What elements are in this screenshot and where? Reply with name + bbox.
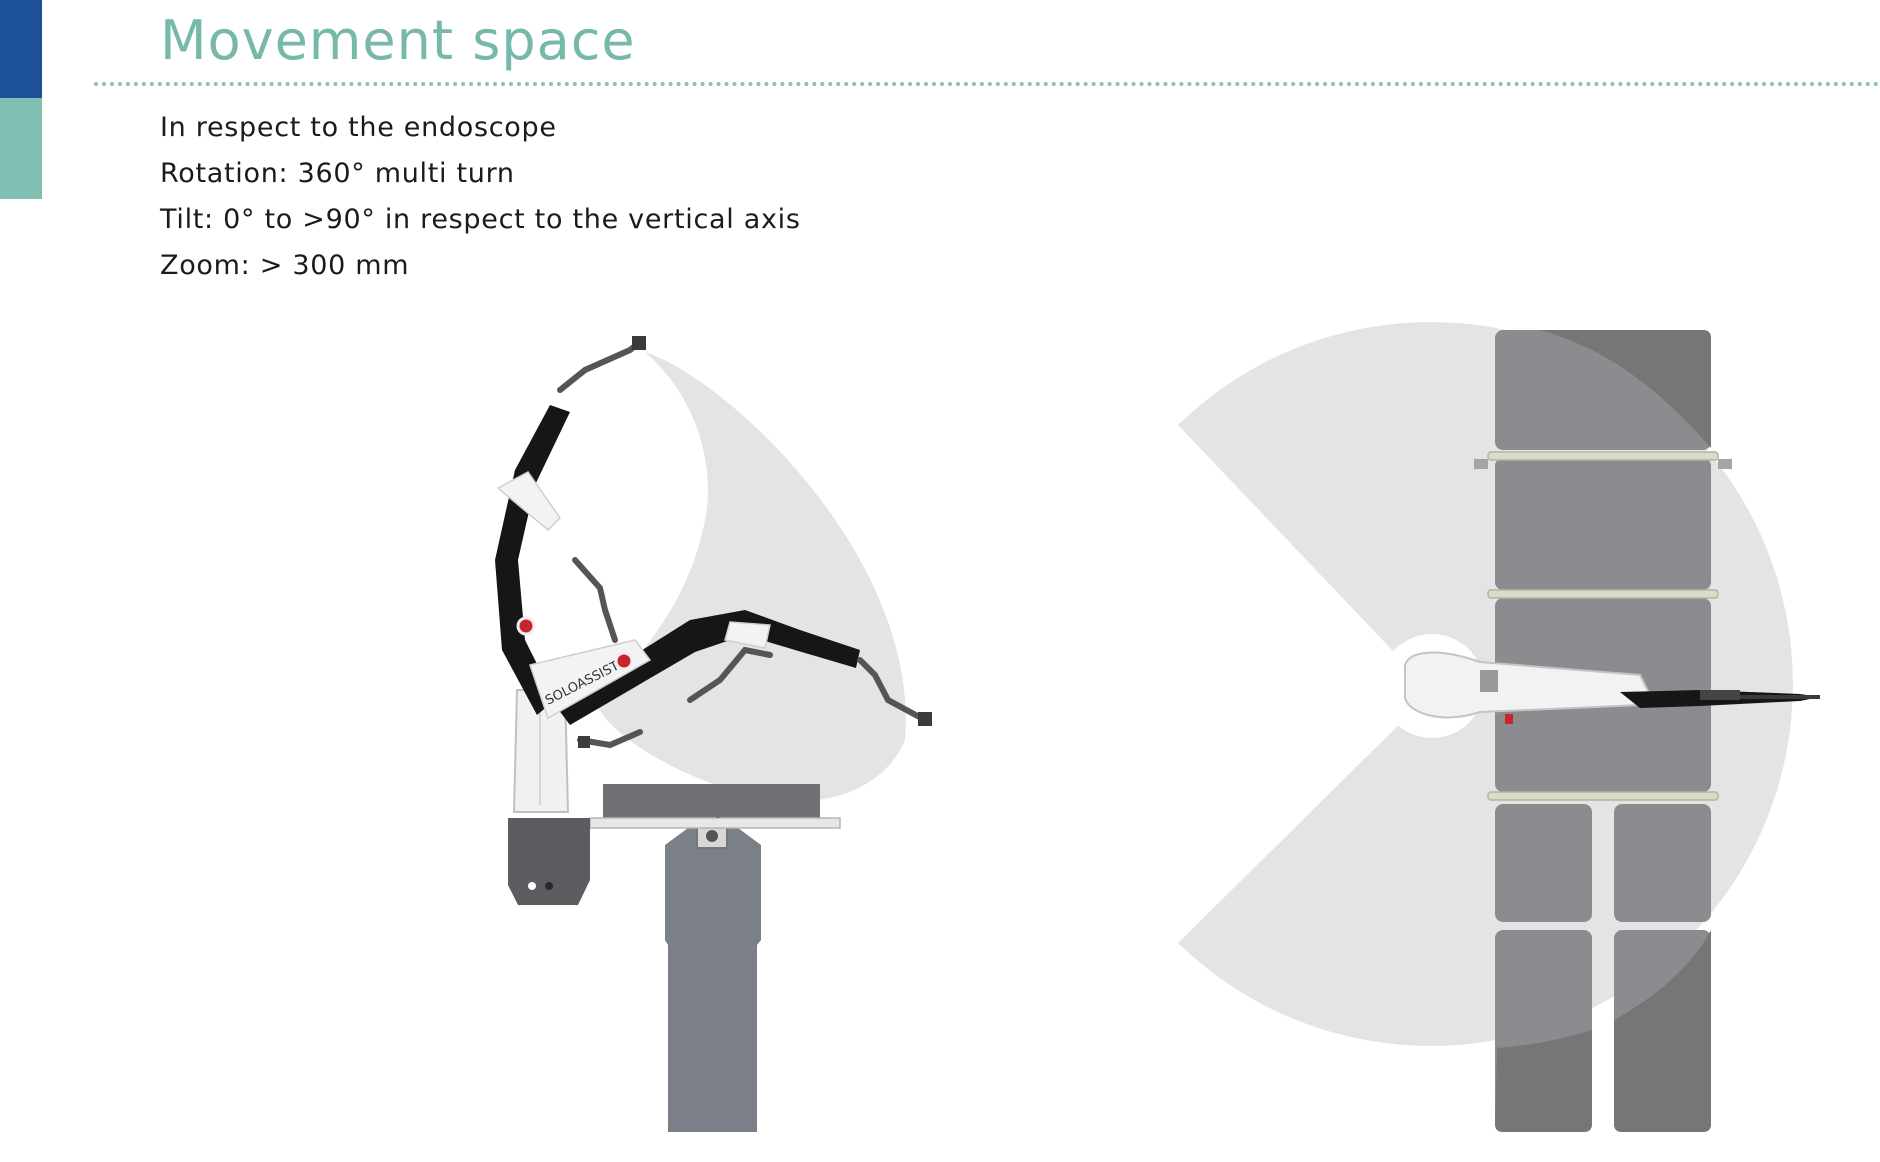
arm-accent-wrist (724, 621, 771, 649)
tilt-sweep-cutout (560, 352, 708, 700)
rail-clamp-left (1474, 459, 1488, 469)
table-overlap-leg-left (1495, 1030, 1592, 1132)
spec-item-reference: In respect to the endoscope (160, 112, 557, 143)
table-joint-3 (1487, 791, 1719, 801)
table-segment-leg-left-upper (1495, 804, 1592, 922)
endoscope-tip-low (578, 736, 590, 748)
mount-light-white (528, 882, 536, 890)
title-divider (94, 82, 1880, 86)
column-pin (706, 830, 718, 842)
table-overlap-leg-right (1614, 930, 1711, 1132)
endoscope-tips (578, 336, 932, 748)
arm-accent-elbow (496, 471, 561, 532)
endoscope-tip-far (918, 712, 932, 726)
table-rail (589, 817, 841, 829)
accent-bar-dark (0, 0, 42, 98)
endoscope-pos-mid (572, 557, 618, 643)
spec-item-zoom: Zoom: > 300 mm (160, 250, 410, 281)
mount-block (508, 818, 590, 905)
accent-bar-light (0, 98, 42, 199)
table-segment-leg-right-upper (1614, 804, 1711, 922)
table-overlap-head (1540, 330, 1711, 448)
mount-light-dark (545, 882, 553, 890)
arm-top-indicator (1505, 714, 1513, 724)
table-joints (1487, 451, 1719, 801)
table-column (665, 828, 761, 1132)
spec-item-tilt: Tilt: 0° to >90° in respect to the verti… (160, 204, 801, 235)
side-view-figure: SOLOASSIST (495, 336, 932, 1132)
endoscope-pos-forward (687, 646, 773, 703)
table-segment-upper (1495, 458, 1711, 590)
top-view-figure (1178, 322, 1820, 1132)
table-joint-1 (1487, 451, 1719, 461)
joint-button-lower (614, 651, 634, 671)
page-title: Movement space (160, 9, 636, 72)
table-top-side (603, 784, 820, 818)
endoscope-tip-top (632, 336, 646, 350)
arm-link-lower (555, 610, 860, 725)
arm-top-joint (1480, 670, 1498, 692)
joint-button-upper (516, 616, 536, 636)
rail-clamp-right (1718, 459, 1732, 469)
endoscope-pos-far (857, 657, 928, 723)
table-joint-2 (1487, 589, 1719, 599)
arm-top-holder (1700, 690, 1740, 700)
spec-list: In respect to the endoscope Rotation: 36… (160, 108, 801, 292)
spec-item-rotation: Rotation: 360° multi turn (160, 158, 515, 189)
